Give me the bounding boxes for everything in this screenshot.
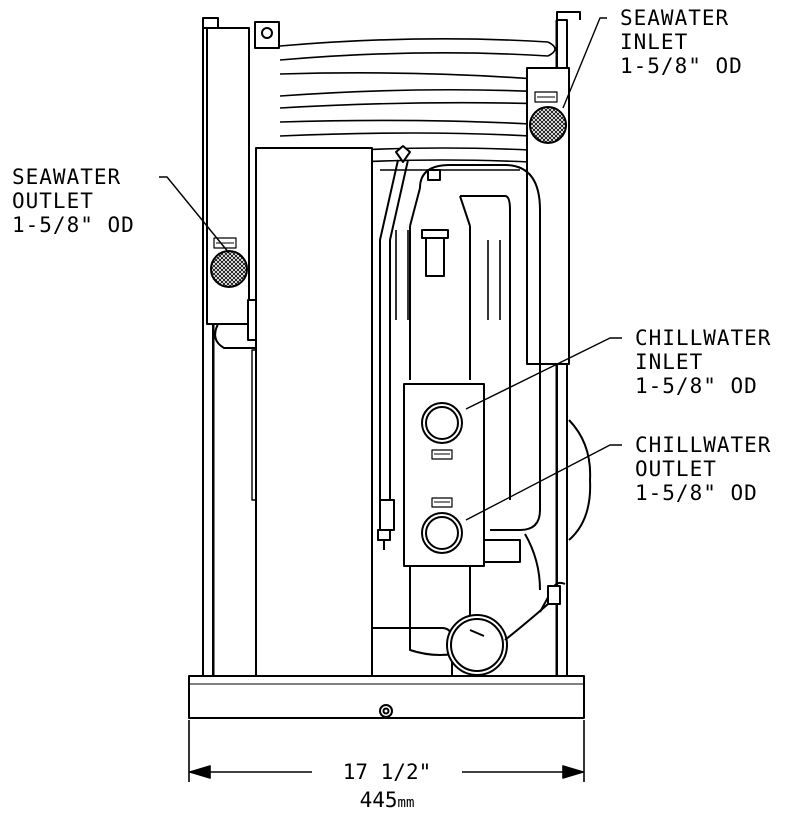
seawater-inlet-callout: SEAWATER INLET 1-5/8" OD [620, 6, 743, 78]
chillwater-inlet-callout: CHILLWATER INLET 1-5/8" OD [635, 326, 772, 398]
receiver-tank [539, 419, 592, 613]
right-header [526, 67, 570, 365]
refrigerant-line [377, 145, 411, 550]
control-box [251, 147, 373, 677]
seawater-outlet-callout: SEAWATER OUTLET 1-5/8" OD [12, 165, 135, 237]
lift-tab [254, 21, 280, 49]
chillwater-panel [403, 383, 485, 567]
left-header [206, 27, 261, 349]
width-dimension-metric: 445mm [312, 788, 462, 815]
pressure-gauge [446, 603, 549, 676]
metric-unit: mm [397, 795, 415, 811]
width-dimension-line [188, 720, 585, 782]
chillwater-outlet-callout: CHILLWATER OUTLET 1-5/8" OD [635, 433, 772, 505]
evaporator-body [372, 164, 541, 676]
metric-value: 445 [359, 788, 398, 812]
base-pan [188, 675, 585, 719]
width-dimension-imperial: 17 1/2" [342, 760, 432, 784]
callout-leaders [159, 17, 622, 521]
